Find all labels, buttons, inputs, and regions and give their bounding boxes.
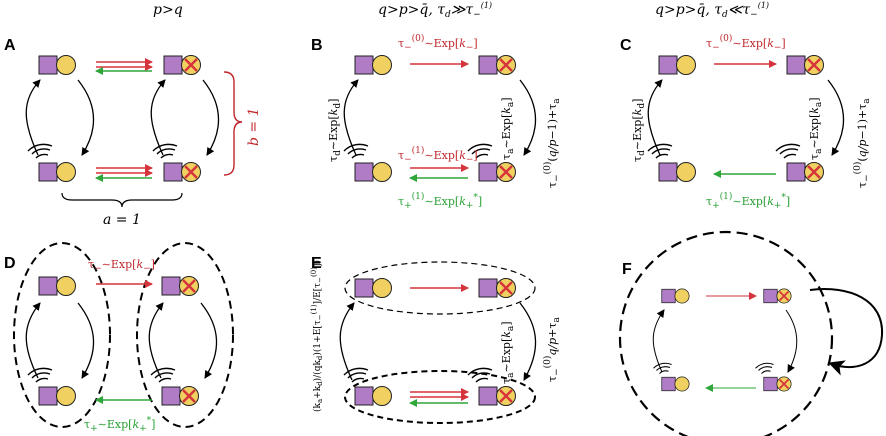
self-loop-arrow xyxy=(809,288,884,376)
rate-bottom: τ+∼Exp[k+*] xyxy=(84,416,155,434)
label-b: b = 1 xyxy=(246,108,262,147)
signal-waves-icon xyxy=(27,143,53,159)
panel-d: D τ−∼Exp[k−] τ+∼Exp[k+*] xyxy=(4,242,234,434)
rate-right-a: τa∼Exp[ka] xyxy=(500,97,516,160)
rate-bottom: τ+(1)∼Exp[k+*] xyxy=(398,191,482,211)
receptor-blocked-active-icon xyxy=(477,161,517,183)
receptor-blocked-active-icon xyxy=(785,161,825,183)
dashed-group-all xyxy=(618,230,834,436)
header-p-gt-q: p>q xyxy=(153,2,183,18)
dashed-group-bottom xyxy=(344,370,536,424)
brace-a xyxy=(61,192,183,208)
rate-right-a: τa∼Exp[ka] xyxy=(500,321,516,384)
receptor-ligand-icon xyxy=(354,55,392,75)
receptor-blocked-icon xyxy=(785,54,825,76)
rate-right-b: τ−(0)(q/p−1)+τa xyxy=(542,98,562,188)
receptor-ligand-icon xyxy=(658,55,696,75)
receptor-ligand-icon xyxy=(354,278,392,298)
panel-c: C τ−(0)∼Exp[k−] τ+(1)∼Exp[k+*] τd∼Exp[kd… xyxy=(620,33,872,211)
receptor-blocked-icon xyxy=(477,54,517,76)
panel-c-letter: C xyxy=(620,37,632,54)
signal-waves-icon xyxy=(467,367,493,383)
receptor-ligand-icon xyxy=(38,276,76,296)
receptor-ligand-active-icon xyxy=(661,376,690,392)
signal-waves-icon xyxy=(652,362,673,375)
receptor-ligand-icon xyxy=(661,288,690,304)
receptor-ligand-active-icon xyxy=(658,162,696,182)
dashed-group-top xyxy=(344,261,536,315)
signal-waves-icon xyxy=(647,143,673,159)
rate-right-b: τ−(0)q/p+τa xyxy=(542,317,562,383)
panel-e: E (ka+kd)/(qkd)(1+E[τ−(1)]/E[τ−(0)]) τa∼… xyxy=(310,255,562,424)
label-a: a = 1 xyxy=(103,212,141,228)
dashed-group-left xyxy=(13,242,111,428)
receptor-blocked-icon xyxy=(762,287,793,305)
signal-waves-icon xyxy=(754,362,775,375)
rate-mid: τ−(1)∼Exp[k−] xyxy=(398,145,478,165)
rate-left: τd∼Exp[kd] xyxy=(631,99,647,162)
panel-a: A b = 1 a = 1 xyxy=(4,37,262,228)
receptor-blocked-active-icon xyxy=(762,375,793,393)
receptor-blocked-icon xyxy=(160,275,200,297)
signal-waves-icon xyxy=(150,367,176,383)
panel-b: B τ−(0)∼Exp[k−] τ−(1)∼Exp[k−] τ+(1)∼Exp[… xyxy=(311,33,562,211)
receptor-blocked-active-icon xyxy=(477,385,517,407)
panel-f-letter: F xyxy=(622,261,632,278)
receptor-blocked-active-icon xyxy=(160,385,200,407)
receptor-ligand-icon xyxy=(38,55,76,75)
rate-left: (ka+kd)/(qkd)(1+E[τ−(1)]/E[τ−(0)]) xyxy=(310,260,324,412)
receptor-ligand-active-icon xyxy=(354,162,392,182)
receptor-ligand-active-icon xyxy=(38,162,76,182)
receptor-blocked-icon xyxy=(162,54,202,76)
panel-d-letter: D xyxy=(4,255,16,272)
receptor-blocked-icon xyxy=(477,277,517,299)
header-regime-c: q>p>q̄, τd≪τ−(1) xyxy=(655,1,769,20)
panel-a-letter: A xyxy=(4,37,16,54)
rate-right-a: τa∼Exp[ka] xyxy=(808,97,824,160)
brace-b xyxy=(223,71,243,176)
dashed-group-right xyxy=(136,242,234,428)
receptor-ligand-active-icon xyxy=(354,386,392,406)
rate-top: τ−∼Exp[k−] xyxy=(88,258,155,274)
rate-top: τ−(0)∼Exp[k−] xyxy=(706,33,786,53)
panel-b-letter: B xyxy=(311,37,323,54)
receptor-blocked-active-icon xyxy=(162,161,202,183)
header-regime-b: q>p>q̄, τd≫τ−(1) xyxy=(378,1,492,20)
signal-waves-icon xyxy=(343,143,369,159)
signal-waves-icon xyxy=(775,143,801,159)
rate-right-b: τ−(0)(q/p−1)+τa xyxy=(852,98,872,188)
panel-e-letter: E xyxy=(311,255,322,272)
panel-f: F xyxy=(618,230,884,436)
rate-top: τ−(0)∼Exp[k−] xyxy=(398,33,478,53)
rate-bottom: τ+(1)∼Exp[k+*] xyxy=(706,191,790,211)
rate-left: τd∼Exp[kd] xyxy=(327,99,343,162)
signal-waves-icon xyxy=(27,367,53,383)
signal-waves-icon xyxy=(152,143,178,159)
receptor-ligand-active-icon xyxy=(38,386,76,406)
